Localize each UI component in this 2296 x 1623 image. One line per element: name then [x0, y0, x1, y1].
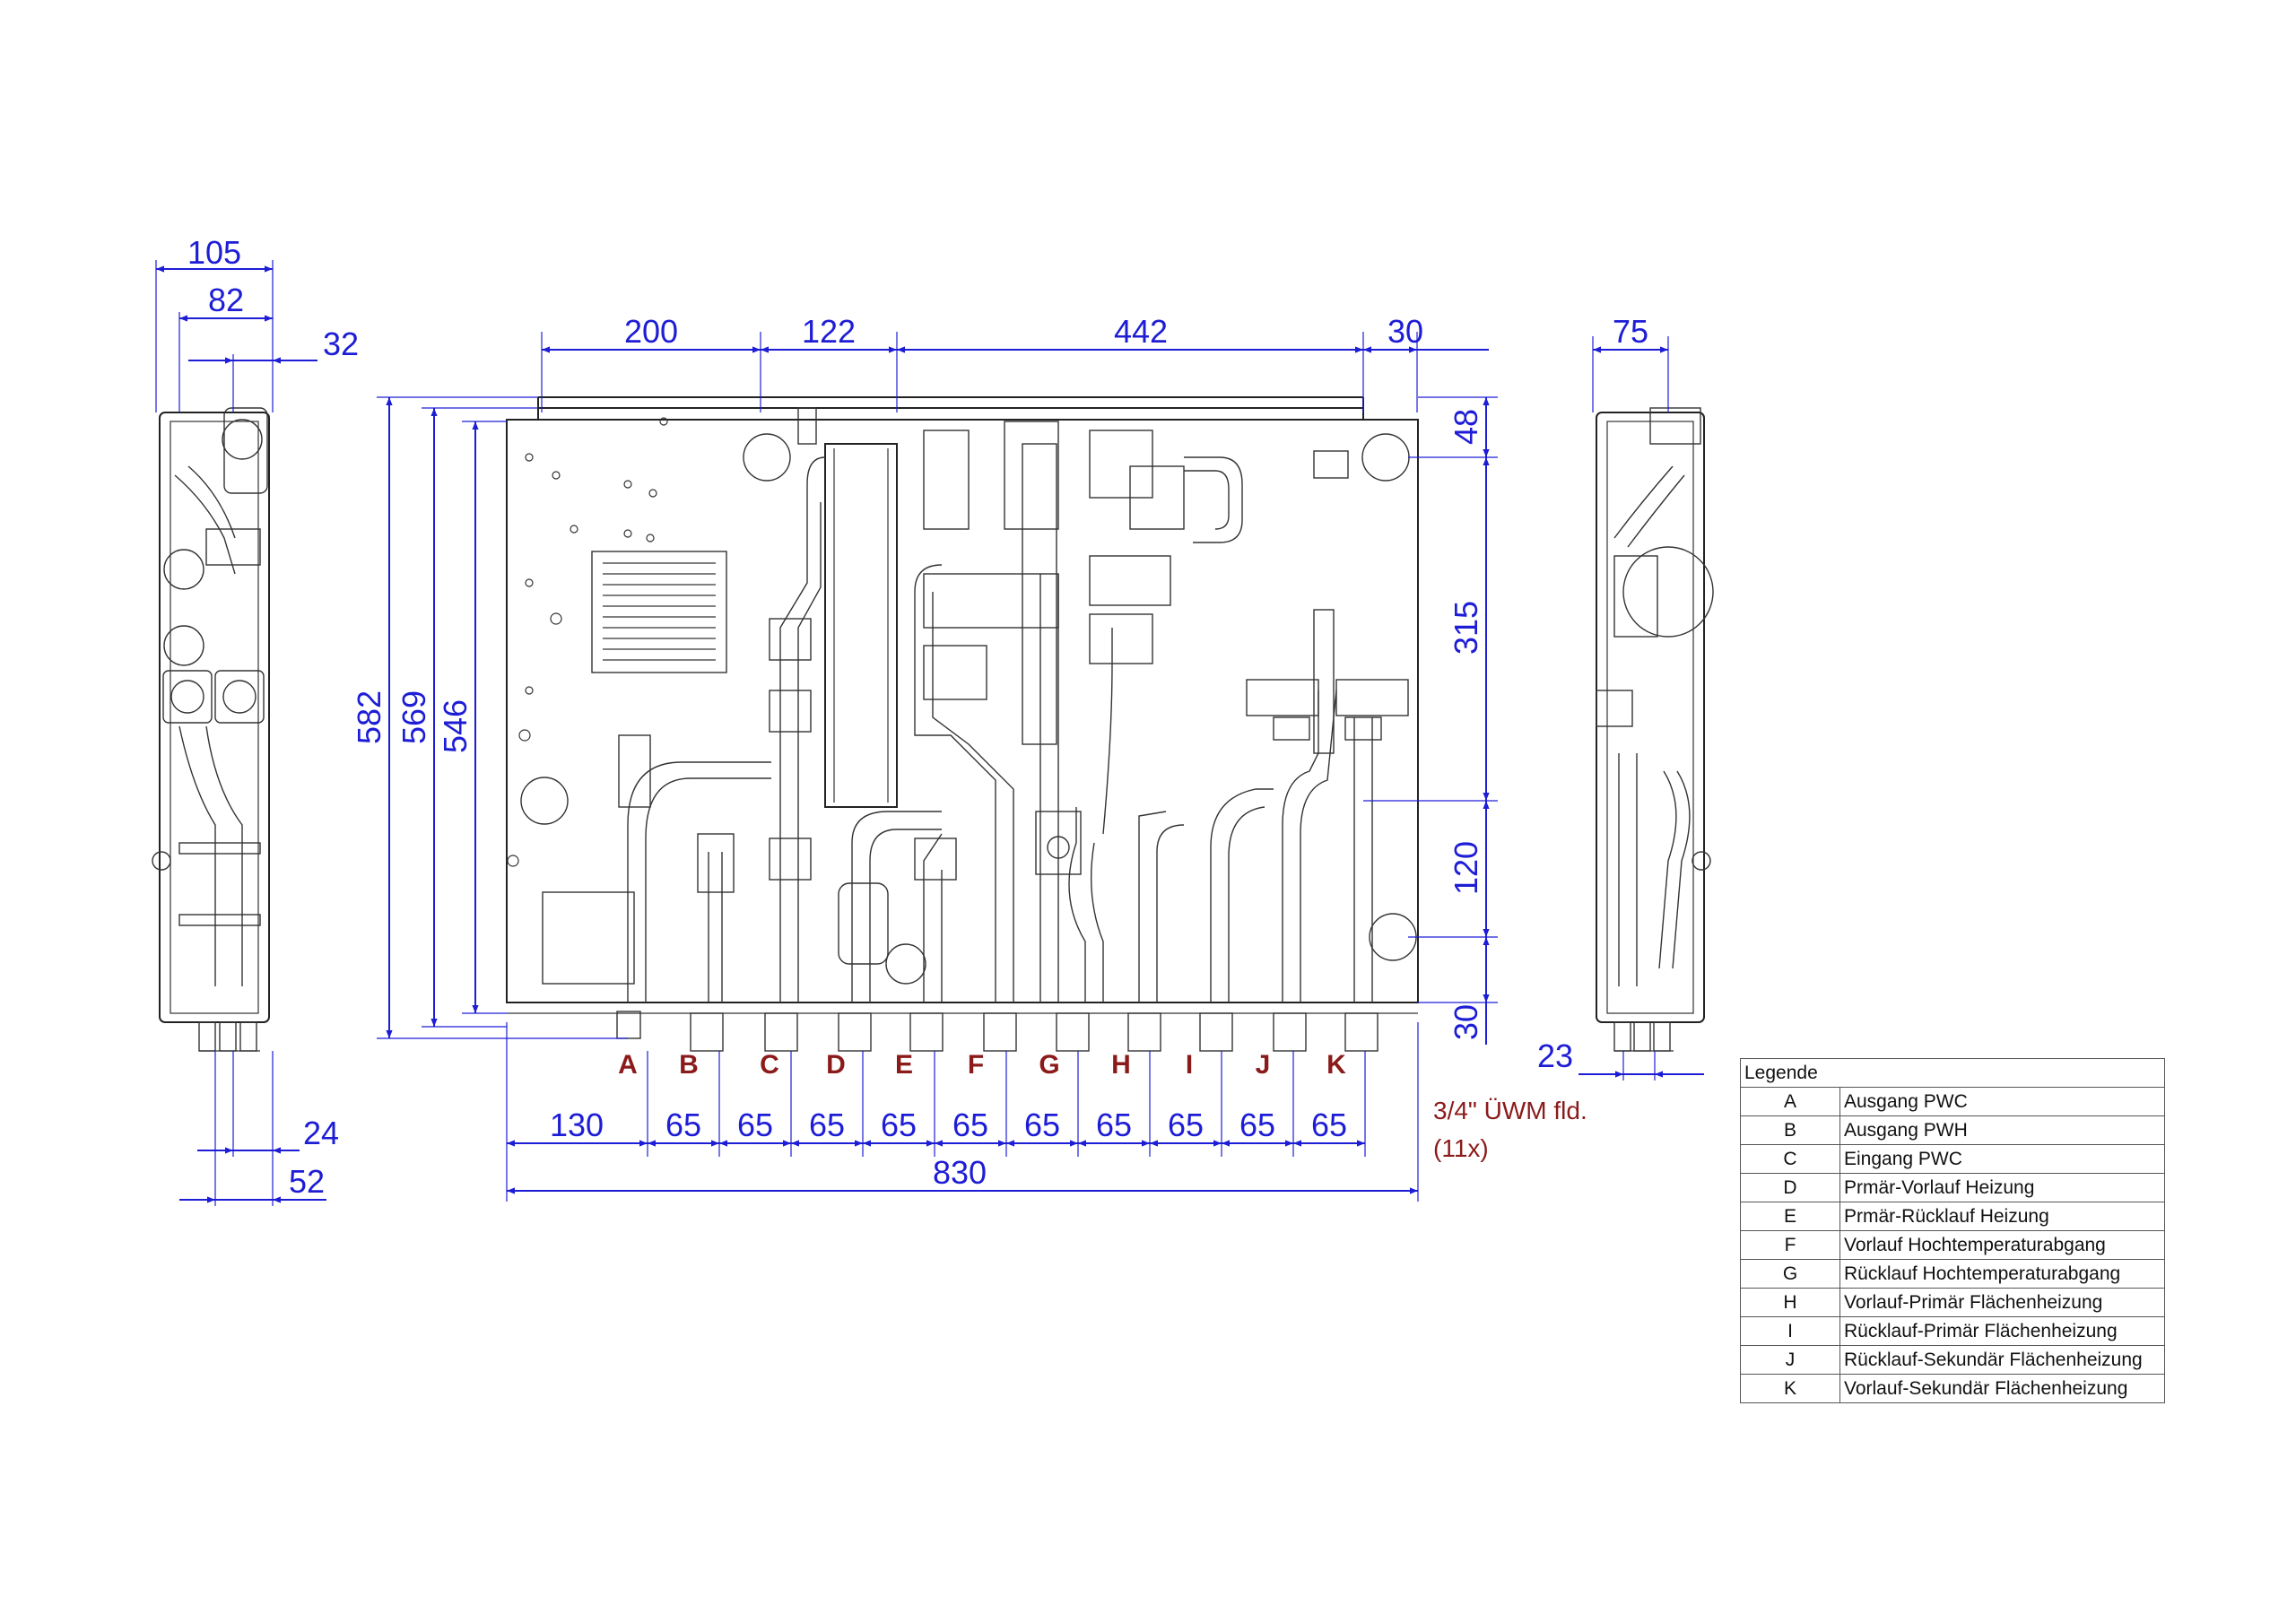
- front-dims: 200 122 442 30 582 569 546 48 315 120 30: [351, 313, 1498, 1202]
- connection-note-thread: 3/4" ÜWM fld.: [1433, 1097, 1587, 1124]
- side-right-dims: 75 23: [1537, 313, 1704, 1081]
- connection-label-e: E: [895, 1050, 913, 1080]
- dim-side-32: 32: [323, 325, 359, 362]
- connection-label-h: H: [1111, 1050, 1131, 1080]
- legend-label: Rücklauf-Sekundär Flächenheizung: [1839, 1345, 2165, 1375]
- legend-key: F: [1740, 1230, 1840, 1260]
- dim-side-105: 105: [187, 234, 241, 271]
- dim-front-130: 130: [550, 1107, 604, 1143]
- legend-label: Ausgang PWH: [1839, 1115, 2165, 1145]
- dim-front-30-right: 30: [1448, 1004, 1484, 1040]
- dim-front-569: 569: [396, 690, 432, 744]
- legend-title: Legende: [1740, 1058, 2165, 1088]
- legend-label: Prmär-Vorlauf Heizung: [1839, 1173, 2165, 1202]
- dim-front-200: 200: [624, 313, 678, 350]
- side-view-right: [1596, 407, 1714, 1052]
- dim-pitch-3: 65: [809, 1107, 845, 1143]
- legend-key: D: [1740, 1173, 1840, 1202]
- dim-side-23: 23: [1537, 1037, 1573, 1074]
- side-left-dims: 105 82 32 24 52: [155, 234, 359, 1206]
- connection-label-g: G: [1039, 1050, 1059, 1080]
- connection-label-b: B: [679, 1050, 699, 1080]
- legend-label: Rücklauf-Primär Flächenheizung: [1839, 1316, 2165, 1346]
- legend-label: Prmär-Rücklauf Heizung: [1839, 1202, 2165, 1231]
- dim-side-24: 24: [303, 1115, 339, 1151]
- connection-label-a: A: [618, 1050, 638, 1080]
- dim-pitch-4: 65: [881, 1107, 917, 1143]
- legend-label: Rücklauf Hochtemperaturabgang: [1839, 1259, 2165, 1289]
- legend-label: Vorlauf-Primär Flächenheizung: [1839, 1288, 2165, 1317]
- dim-pitch-8: 65: [1168, 1107, 1204, 1143]
- dim-front-122: 122: [802, 313, 856, 350]
- connection-label-d: D: [826, 1050, 846, 1080]
- legend-key: G: [1740, 1259, 1840, 1289]
- dim-front-442: 442: [1114, 313, 1168, 350]
- connection-labels: A B C D E F G H I J K 3/4" ÜWM fld. (11x…: [618, 1050, 1587, 1162]
- dim-pitch-10: 65: [1311, 1107, 1347, 1143]
- dim-side-82: 82: [208, 282, 244, 318]
- connection-label-k: K: [1326, 1050, 1346, 1080]
- front-view: [506, 396, 1419, 1052]
- dim-pitch-9: 65: [1239, 1107, 1275, 1143]
- legend-key: B: [1740, 1115, 1840, 1145]
- legend-key: E: [1740, 1202, 1840, 1231]
- connection-label-f: F: [968, 1050, 984, 1080]
- dim-side-52: 52: [289, 1163, 325, 1200]
- legend-label: Vorlauf-Sekundär Flächenheizung: [1839, 1374, 2165, 1403]
- dim-front-315: 315: [1448, 601, 1484, 655]
- dim-pitch-2: 65: [737, 1107, 773, 1143]
- legend-key: A: [1740, 1087, 1840, 1116]
- legend-label: Eingang PWC: [1839, 1144, 2165, 1174]
- dim-pitch-6: 65: [1024, 1107, 1060, 1143]
- dim-pitch-5: 65: [952, 1107, 988, 1143]
- side-view-left: [152, 407, 270, 1052]
- legend-label: Vorlauf Hochtemperaturabgang: [1839, 1230, 2165, 1260]
- dim-pitch-1: 65: [665, 1107, 701, 1143]
- legend-key: C: [1740, 1144, 1840, 1174]
- connection-note-count: (11x): [1433, 1134, 1489, 1162]
- dim-pitch-7: 65: [1096, 1107, 1132, 1143]
- legend-key: H: [1740, 1288, 1840, 1317]
- connection-label-c: C: [760, 1050, 779, 1080]
- dim-side-75: 75: [1613, 313, 1648, 350]
- dim-front-830: 830: [933, 1154, 987, 1191]
- dim-front-30-top: 30: [1387, 313, 1423, 350]
- legend-key: J: [1740, 1345, 1840, 1375]
- dim-front-120: 120: [1448, 841, 1484, 895]
- dim-front-546: 546: [437, 699, 474, 753]
- legend-label: Ausgang PWC: [1839, 1087, 2165, 1116]
- dim-front-48: 48: [1448, 409, 1484, 445]
- legend-key: K: [1740, 1374, 1840, 1403]
- connection-label-i: I: [1186, 1050, 1193, 1080]
- legend-key: I: [1740, 1316, 1840, 1346]
- connection-label-j: J: [1256, 1050, 1271, 1080]
- dim-front-582: 582: [351, 690, 387, 744]
